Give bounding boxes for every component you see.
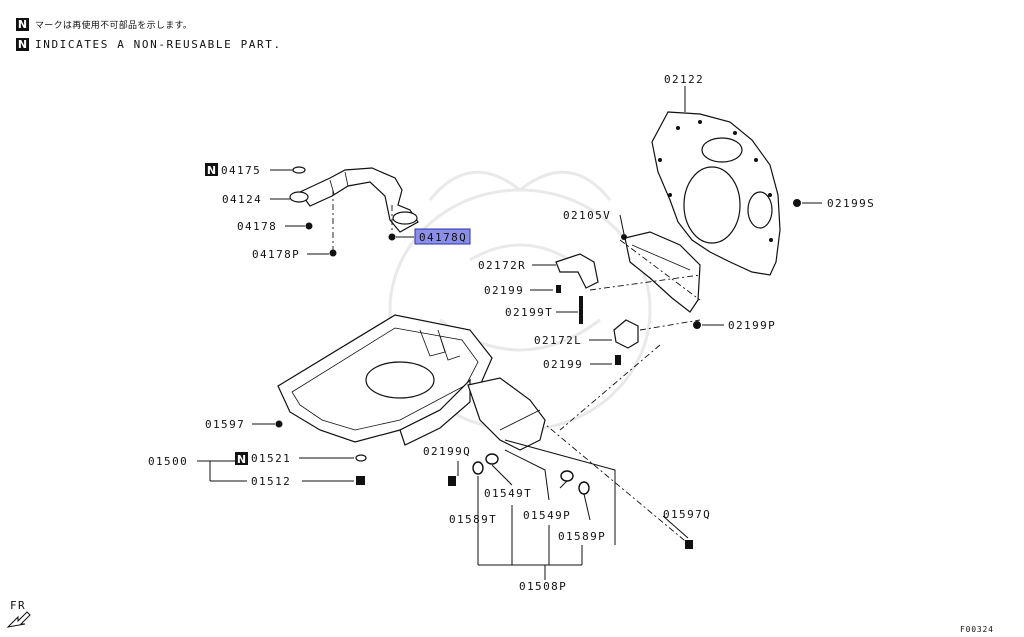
- label-02105v: 02105V: [563, 209, 611, 222]
- label-02199-upper: 02199: [484, 284, 524, 297]
- assembly-line: [619, 239, 701, 301]
- leader-lines: [197, 86, 822, 580]
- label-01549t: 01549T: [484, 487, 532, 500]
- label-02199p: 02199P: [728, 319, 776, 332]
- non-reusable-badge: [205, 163, 218, 176]
- plug-01589t[interactable]: [472, 461, 484, 475]
- label-01597: 01597: [205, 418, 245, 431]
- label-01589p: 01589P: [558, 530, 606, 543]
- label-01521: 01521: [251, 452, 291, 465]
- non-reusable-badge: N: [16, 37, 29, 51]
- highlight-04178q[interactable]: [414, 228, 471, 245]
- bolt-02199-upper[interactable]: [556, 285, 561, 293]
- bolt-02199t[interactable]: [579, 296, 583, 324]
- label-01549p: 01549P: [523, 509, 571, 522]
- badge-letter: N: [237, 453, 246, 466]
- bolt-02199-lower[interactable]: [615, 355, 621, 365]
- front-arrow-icon: [6, 611, 31, 628]
- badge-letter: N: [207, 164, 216, 177]
- bracket-02172l[interactable]: [613, 319, 639, 349]
- rear-plate[interactable]: [651, 111, 781, 276]
- label-01500: 01500: [148, 455, 188, 468]
- bolt-04178p[interactable]: [329, 249, 337, 257]
- cap-01549p[interactable]: [560, 470, 574, 482]
- bolt-04178q[interactable]: [388, 233, 396, 241]
- gasket-01521[interactable]: [355, 454, 367, 462]
- o-ring-04175[interactable]: [292, 166, 306, 174]
- label-02199t: 02199T: [505, 306, 553, 319]
- assembly-line: [539, 419, 691, 546]
- label-01597q: 01597Q: [663, 508, 711, 521]
- label-02199-lower: 02199: [543, 358, 583, 371]
- assembly-line: [589, 274, 701, 291]
- bolt-02199s[interactable]: [793, 199, 801, 207]
- label-01512: 01512: [251, 475, 291, 488]
- drain-plug-01512[interactable]: [356, 476, 365, 485]
- bracket-02172r[interactable]: [555, 253, 599, 289]
- bolt-02199p[interactable]: [693, 321, 701, 329]
- label-02172l: 02172L: [534, 334, 582, 347]
- oil-strainer-pipe[interactable]: [299, 167, 419, 233]
- label-02172r: 02172R: [478, 259, 526, 272]
- label-04178p: 04178P: [252, 248, 300, 261]
- label-02199s: 02199S: [827, 197, 875, 210]
- non-reusable-badge: [235, 452, 248, 465]
- bolt-01597[interactable]: [275, 420, 283, 428]
- bolt-01597q[interactable]: [685, 540, 693, 549]
- bolt-02199q[interactable]: [448, 476, 456, 486]
- strainer-flange[interactable]: [289, 191, 309, 203]
- note-japanese: マークは再使用不可部品を示します。: [35, 20, 193, 31]
- note-en-row: N INDICATES A NON-REUSABLE PART.: [16, 36, 282, 52]
- oil-pan-lower-baffle[interactable]: [467, 377, 546, 451]
- label-04178q[interactable]: 04178Q: [419, 231, 467, 244]
- figure-code: F00324: [960, 625, 994, 634]
- label-04178: 04178: [237, 220, 277, 233]
- label-02199q: 02199Q: [423, 445, 471, 458]
- bolt-04178[interactable]: [305, 222, 313, 230]
- bell-housing-cover[interactable]: [621, 231, 701, 313]
- label-01508p: 01508P: [519, 580, 567, 593]
- label-04175: 04175: [221, 164, 261, 177]
- assembly-line: [559, 344, 661, 431]
- label-04124: 04124: [222, 193, 262, 206]
- oil-pan[interactable]: [277, 314, 493, 446]
- label-01589t: 01589T: [449, 513, 497, 526]
- label-02122: 02122: [664, 73, 704, 86]
- non-reusable-badge: N: [16, 17, 29, 31]
- assembly-line: [639, 319, 701, 331]
- cap-01549t[interactable]: [485, 453, 499, 465]
- plug-01589p[interactable]: [578, 481, 590, 495]
- note-english: INDICATES A NON-REUSABLE PART.: [35, 37, 282, 51]
- note-jp-row: N マークは再使用不可部品を示します。: [16, 16, 192, 32]
- fr-label: FR: [10, 599, 26, 612]
